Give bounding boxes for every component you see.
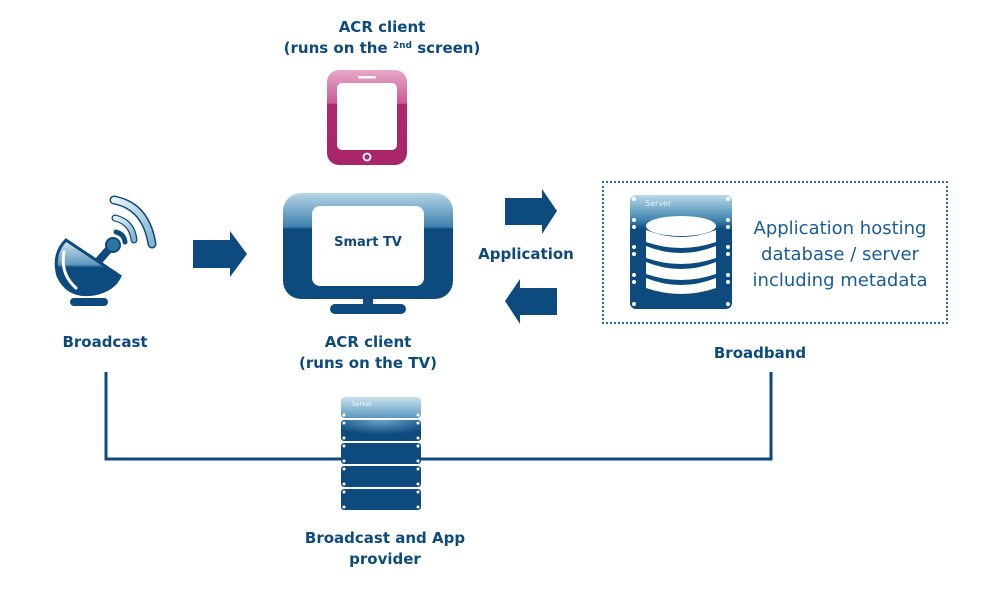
broadband-box	[602, 181, 948, 324]
database-server-icon: Server	[630, 195, 732, 309]
provider-server-tag: Server	[352, 401, 372, 408]
title-pre: (runs on the	[283, 39, 393, 57]
app-hosting-description: Application hosting database / server in…	[742, 216, 938, 294]
second-screen-title-line2: (runs on the 2nd screen)	[262, 38, 502, 59]
second-screen-title: ACR client (runs on the 2nd screen)	[262, 17, 502, 59]
host-line2: database / server	[761, 244, 919, 265]
smart-tv-caption: ACR client (runs on the TV)	[268, 332, 468, 374]
application-label: Application	[478, 245, 574, 263]
provider-label: Broadcast and App provider	[280, 528, 490, 570]
title-superscript: 2nd	[392, 41, 412, 51]
arrow-right-icon	[505, 189, 557, 234]
broadcast-label: Broadcast	[62, 333, 148, 351]
host-line3: including metadata	[752, 270, 928, 291]
host-line1: Application hosting	[753, 218, 927, 239]
smart-tv-caption-line1: ACR client	[324, 333, 412, 351]
arrow-right-icon	[193, 231, 247, 277]
second-screen-title-line1: ACR client	[338, 18, 426, 36]
arrow-left-icon	[505, 279, 557, 324]
server-tag: Server	[645, 199, 672, 208]
smart-tv-caption-line2: (runs on the TV)	[299, 354, 437, 372]
smart-tv-screen-label: Smart TV	[334, 235, 402, 250]
tablet-icon	[327, 70, 407, 165]
server-rack-icon: Server	[341, 397, 421, 510]
broadcast-broadband-connector	[104, 372, 773, 461]
provider-label-line2: provider	[349, 550, 421, 568]
title-post: screen)	[412, 39, 481, 57]
satellite-dish-icon	[54, 195, 157, 306]
provider-label-line1: Broadcast and App	[304, 529, 466, 547]
broadband-label: Broadband	[713, 344, 807, 362]
tv-icon	[283, 193, 453, 314]
